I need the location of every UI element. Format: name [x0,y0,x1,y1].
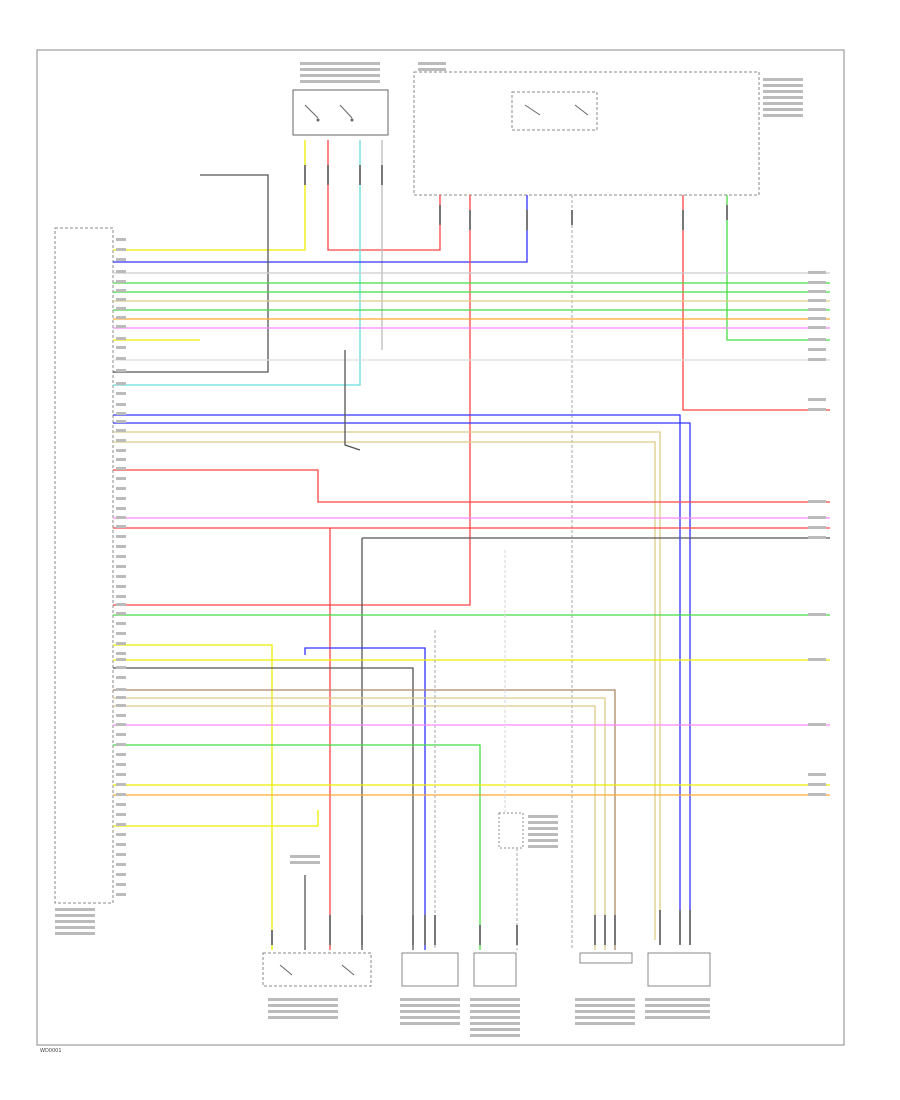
wire-mid-red [113,469,830,503]
wire-mid-blue2 [113,422,691,940]
wire-low-tan [113,697,606,950]
wire-mid-blue [113,414,681,940]
wire-relay-yellow [113,140,306,251]
wire-low-yellow4 [113,810,319,827]
wire-low-yellow [113,644,273,950]
ac-compressor-relay [292,89,389,136]
wire-fuse-green [726,195,830,341]
wire-relay-cyan [113,140,361,386]
wire-fuse-red-right [682,195,830,411]
intake-temp-sensor [473,952,517,987]
fuse-relay-box [413,71,760,196]
wire-low-brown [113,689,616,950]
wire-low-black [113,667,414,950]
engine-control-module [54,227,114,904]
knock-sensor [647,952,711,987]
stop-lamp-switch [262,952,372,987]
wires [113,140,830,950]
wire-fuse-red-main [113,195,471,606]
caption-marks [55,62,803,1037]
wire-relay-red [327,140,441,251]
diagram-border [36,49,845,1046]
wire-mid-tan [113,431,661,940]
wire-mid-gray [344,350,361,451]
vehicle-speed-sensor [401,952,459,987]
right-label-marks [808,271,826,796]
fuel-tank-pressure-sensor [579,952,633,964]
data-link-connector [498,812,524,849]
footer-code: WD0001 [40,1048,62,1054]
wire-low-green2 [113,744,481,950]
ecm-pin-marks [116,238,126,896]
wire-low-tan2 [113,705,596,950]
wire-fuse-blue [113,195,528,263]
connector-marks [271,165,728,945]
wire-mid-tan2 [113,441,656,940]
wire-low-blue [304,647,426,950]
